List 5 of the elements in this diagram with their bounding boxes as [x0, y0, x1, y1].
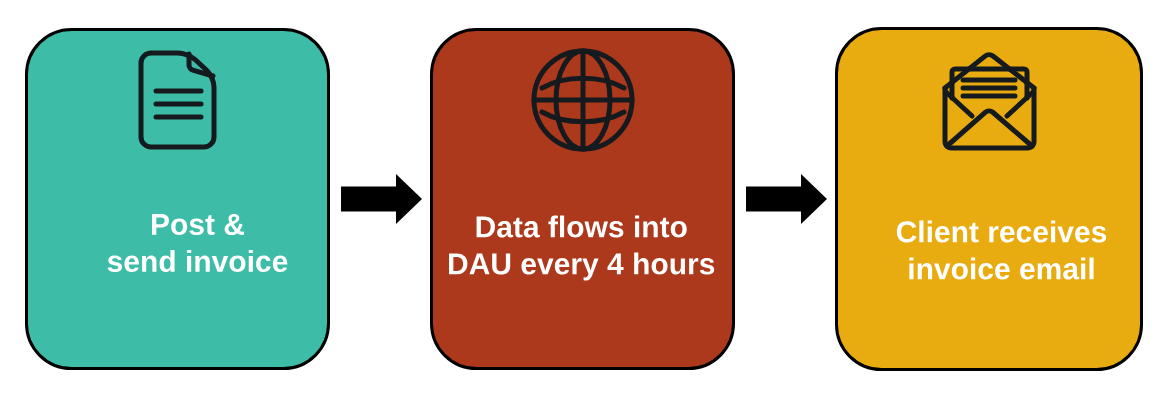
arrow — [341, 174, 422, 224]
process-box: Client receives invoice email — [835, 27, 1143, 371]
process-box: Post & send invoice — [25, 28, 330, 370]
process-box: Data flows into DAU every 4 hours — [430, 28, 735, 370]
arrow — [746, 174, 827, 224]
